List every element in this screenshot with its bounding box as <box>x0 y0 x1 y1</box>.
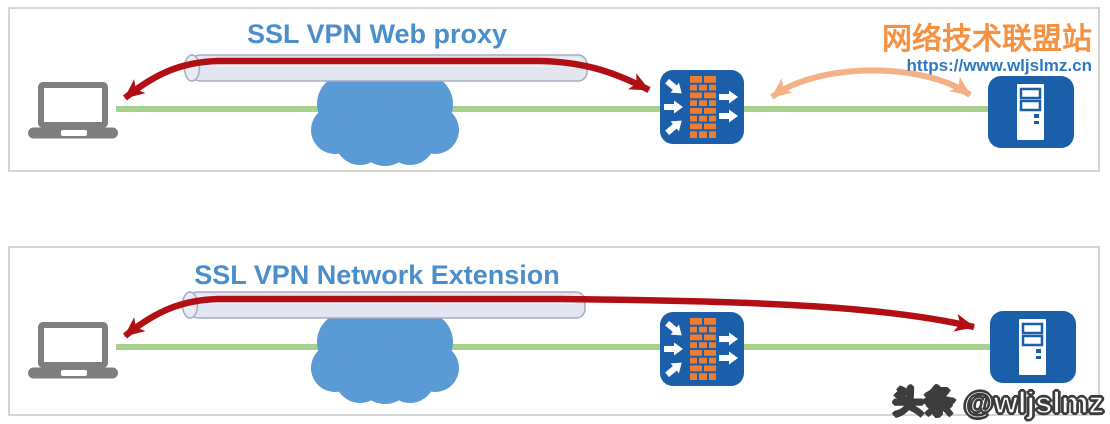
firewall-icon <box>660 70 744 144</box>
orange-link-arrow <box>770 67 972 100</box>
laptop-icon <box>28 325 118 379</box>
firewall-icon <box>660 312 744 386</box>
red-tunnel-arrow <box>122 57 651 101</box>
brand-site-url: https://www.wljslmz.cn <box>906 56 1092 75</box>
watermark-text: 头条 @wljslmz <box>892 384 1105 421</box>
panel-title-network-extension: SSL VPN Network Extension <box>194 260 560 290</box>
server-icon <box>986 74 1076 150</box>
panel-title-web-proxy: SSL VPN Web proxy <box>246 19 508 49</box>
laptop-icon <box>28 85 118 139</box>
brand-site-name: 网络技术联盟站 <box>882 23 1092 56</box>
red-tunnel-arrow <box>122 295 975 339</box>
server-icon <box>988 309 1078 385</box>
